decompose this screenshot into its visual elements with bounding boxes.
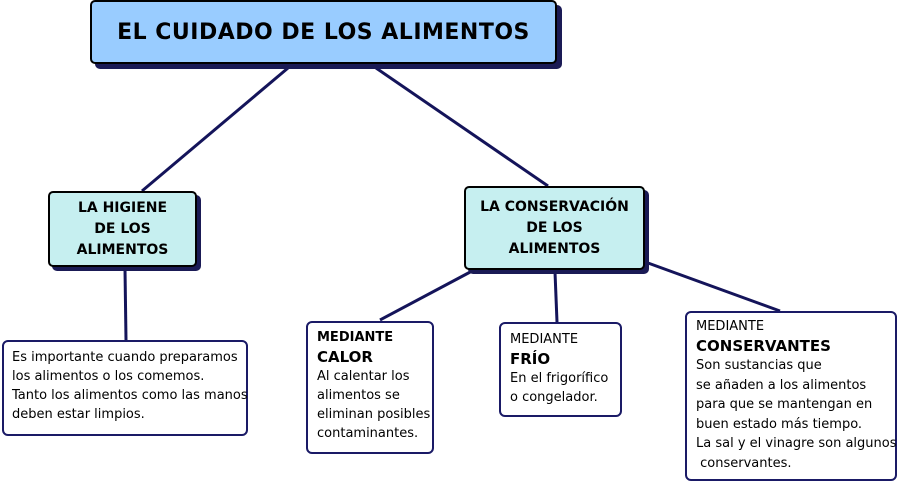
node-conservacion: LA CONSERVACIÓN DE LOS ALIMENTOS — [464, 186, 645, 270]
conservacion-line-1: LA CONSERVACIÓN — [480, 198, 629, 215]
conservantes-label: MEDIANTE — [696, 319, 765, 334]
frio-keyword: FRÍO — [510, 350, 551, 368]
higiene-line-3: ALIMENTOS — [76, 241, 169, 258]
frio-detail-line: En el frigorífico — [510, 371, 609, 386]
connector-conservacion-to-frio — [553, 271, 559, 323]
connector-title-to-conservacion — [375, 66, 549, 188]
conservantes-detail-line: Son sustancias que — [696, 358, 822, 373]
title-node: EL CUIDADO DE LOS ALIMENTOS — [90, 0, 557, 64]
calor-detail-line: contaminantes. — [317, 426, 419, 441]
conservantes-detail-line: conservantes. — [696, 455, 792, 471]
node-conservantes: MEDIANTE CONSERVANTES Son sustancias que… — [685, 311, 897, 481]
higiene-detail-line: Tanto los alimentos como las manos — [12, 388, 248, 403]
frio-label: MEDIANTE — [510, 332, 579, 347]
conservantes-keyword: CONSERVANTES — [696, 337, 831, 355]
higiene-detail-line: los alimentos o los comemos. — [12, 369, 205, 384]
conservantes-detail-line: para que se mantengan en — [696, 397, 873, 412]
higiene-detail-line: Es importante cuando preparamos — [12, 350, 238, 365]
conservantes-detail-line: La sal y el vinagre son algunos — [696, 436, 897, 451]
conservantes-detail-line: buen estado más tiempo. — [696, 416, 863, 432]
calor-detail-line: Al calentar los — [317, 369, 410, 384]
conservacion-line-3: ALIMENTOS — [508, 240, 601, 257]
conservantes-detail-line: se añaden a los alimentos — [696, 377, 867, 393]
calor-detail-line: alimentos se — [317, 388, 400, 403]
conservacion-line-2: DE LOS — [526, 219, 583, 236]
connector-conservacion-to-calor — [379, 268, 475, 322]
connector-title-to-higiene — [141, 66, 289, 193]
calor-detail-line: eliminan posibles — [317, 407, 431, 422]
connector-conservacion-to-conservantes — [647, 261, 781, 313]
detail-higiene: Es importante cuando preparamos los alim… — [2, 340, 248, 436]
frio-detail-line: o congelador. — [510, 390, 598, 405]
node-calor: MEDIANTE CALOR Al calentar los alimentos… — [306, 321, 434, 454]
node-higiene: LA HIGIENE DE LOS ALIMENTOS — [48, 191, 197, 267]
diagram-title: EL CUIDADO DE LOS ALIMENTOS — [117, 19, 530, 45]
higiene-detail-line: deben estar limpios. — [12, 407, 145, 422]
higiene-line-2: DE LOS — [94, 220, 151, 237]
connector-higiene-to-detail — [123, 268, 128, 341]
calor-label: MEDIANTE — [317, 330, 394, 345]
calor-keyword: CALOR — [317, 348, 373, 366]
higiene-line-1: LA HIGIENE — [77, 199, 168, 216]
node-frio: MEDIANTE FRÍO En el frigorífico o congel… — [499, 322, 622, 417]
